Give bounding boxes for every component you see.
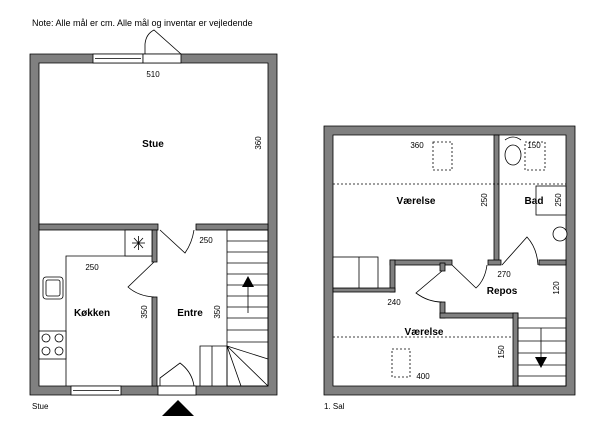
shower [535,185,567,216]
dim-stue-depth: 360 [254,136,263,150]
bathroom-sink [552,226,568,242]
room-label-vaerelse1: Værelse [397,196,436,207]
dim-vaerelse2-length: 400 [416,372,430,381]
dim-bad-depth: 250 [554,193,563,207]
stairs-ground[interactable] [199,229,269,387]
door-vaerelse1[interactable] [451,264,488,289]
dim-vaerelse1-depth: 250 [480,193,489,207]
wardrobe [332,256,379,289]
wall-stue-entre [195,223,269,231]
wall-kitchen-entre-bottom [151,296,158,387]
dim-kokken-width: 250 [85,263,99,272]
room-label-bad: Bad [525,196,544,207]
dim-repos-width: 270 [497,270,511,279]
wall-stue-kitchen [38,223,159,231]
skylight [391,348,411,378]
stair-down-arrow-icon [535,357,547,368]
plan-note: Note: Alle mål er cm. Alle mål og invent… [32,18,253,28]
dim-bad-width: 150 [527,141,541,150]
door-entrance[interactable] [157,385,197,396]
dim-kokken-depth: 350 [140,305,149,319]
door-vaerelse2[interactable] [415,270,443,303]
floor-caption-first: 1. Sal [324,402,345,411]
door-bad[interactable] [501,236,539,266]
entrance-arrow-icon [162,400,194,416]
door-swing [144,29,182,55]
stairs-first[interactable] [517,317,567,387]
floor-caption-ground: Stue [32,402,49,411]
room-label-vaerelse2: Værelse [405,327,444,338]
fan-icon [132,236,145,250]
dim-repos-depth: 120 [552,281,561,295]
room-label-entre: Entre [177,308,203,319]
kitchen-counter [65,255,152,386]
dim-vaerelse2-depth: 150 [497,345,506,359]
dim-entre-width: 250 [199,236,213,245]
wall-kitchen-entre-top [151,229,158,263]
dim-entre-depth: 350 [213,305,222,319]
dim-stue-width: 510 [146,70,160,79]
ground-floor-plan: Stue 510 360 250 250 Køkken 350 Entre 35… [29,29,278,416]
room-label-stue: Stue [142,139,164,150]
dim-vaerelse1-width: 360 [410,141,424,150]
dim-vaerelse2-width: 240 [387,298,401,307]
door-stue-garden[interactable] [142,53,182,64]
skylight [432,141,453,171]
room-label-kokken: Køkken [74,308,110,319]
first-floor-plan: 360 150 Værelse 250 Bad 250 270 Repos 12… [323,125,576,411]
skylight [524,141,546,171]
door-stue-entre[interactable] [159,229,195,254]
toilet [504,144,522,166]
room-label-repos: Repos [487,286,518,297]
wall-vaerelse-bad [493,134,500,263]
door-kitchen[interactable] [127,261,155,298]
stair-up-arrow-icon [242,276,254,287]
